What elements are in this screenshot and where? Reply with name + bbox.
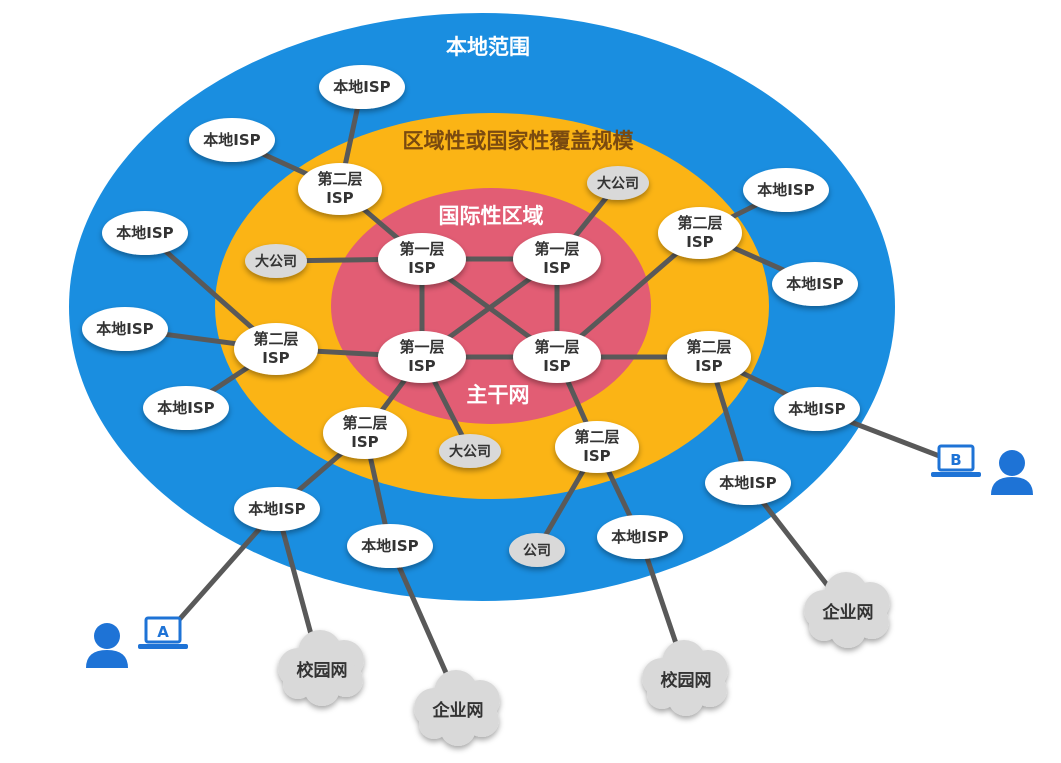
local-isp-label: 本地ISP <box>96 320 153 338</box>
local-isp-label: 本地ISP <box>116 224 173 242</box>
campus-network-label: 校园网 <box>661 670 712 691</box>
tier2-isp-node <box>323 407 407 459</box>
enterprise-network-label: 企业网 <box>822 602 874 623</box>
host-b-label: B <box>950 451 961 469</box>
tier1-isp-label: ISP <box>543 357 570 375</box>
user-icon <box>991 450 1033 495</box>
tier2-isp-node <box>298 163 382 215</box>
local-isp-label: 本地ISP <box>611 528 668 546</box>
tier2-isp-label: ISP <box>262 349 289 367</box>
big-company-node <box>587 166 649 200</box>
tier2-isp-label: 第二层 <box>253 330 298 348</box>
local-isp-node <box>82 307 168 351</box>
international-scope-label: 国际性区域 <box>439 204 544 228</box>
local-isp-node <box>143 386 229 430</box>
local-isp-label: 本地ISP <box>157 399 214 417</box>
tier1-isp-label: 第一层 <box>399 240 444 258</box>
big-company-node <box>439 434 501 468</box>
tier1-isp-node <box>513 331 601 383</box>
local-isp-label: 本地ISP <box>361 537 418 555</box>
local-isp-node <box>597 515 683 559</box>
local-isp-label: 本地ISP <box>788 400 845 418</box>
tier1-isp-label: 第一层 <box>399 338 444 356</box>
local-isp-node <box>319 65 405 109</box>
local-isp-label: 本地ISP <box>757 181 814 199</box>
tier1-isp-label: ISP <box>408 259 435 277</box>
tier2-isp-node <box>234 323 318 375</box>
tier1-isp-node <box>513 233 601 285</box>
local-isp-node <box>102 211 188 255</box>
tier1-isp-label: 第一层 <box>534 338 579 356</box>
tier2-isp-label: ISP <box>351 433 378 451</box>
tier2-isp-label: 第二层 <box>317 170 362 188</box>
local-isp-label: 本地ISP <box>333 78 390 96</box>
tier1-isp-label: ISP <box>408 357 435 375</box>
tier2-isp-label: 第二层 <box>574 428 619 446</box>
campus-network-cloud <box>278 630 364 706</box>
enterprise-network-cloud <box>414 670 500 746</box>
tier2-isp-label: ISP <box>695 357 722 375</box>
campus-network-label: 校园网 <box>297 660 348 681</box>
tier2-isp-node <box>667 331 751 383</box>
user-icon <box>86 623 128 668</box>
local-isp-node <box>774 387 860 431</box>
local-isp-label: 本地ISP <box>248 500 305 518</box>
backbone-label: 主干网 <box>467 383 530 407</box>
tier2-isp-label: 第二层 <box>686 338 731 356</box>
local-isp-node <box>772 262 858 306</box>
enterprise-network-cloud <box>804 572 890 648</box>
tier2-isp-label: ISP <box>326 189 353 207</box>
local-isp-node <box>234 487 320 531</box>
big-company-label: 大公司 <box>255 253 297 270</box>
tier2-isp-label: ISP <box>686 233 713 251</box>
local-isp-label: 本地ISP <box>719 474 776 492</box>
enterprise-network-label: 企业网 <box>432 700 484 721</box>
tier1-isp-node <box>378 233 466 285</box>
tier1-isp-label: ISP <box>543 259 570 277</box>
local-isp-node <box>743 168 829 212</box>
big-company-node <box>245 244 307 278</box>
laptop-icon <box>138 616 188 649</box>
big-company-label: 大公司 <box>449 443 491 460</box>
tier2-isp-label: ISP <box>583 447 610 465</box>
big-company-label: 大公司 <box>597 175 639 192</box>
company-node <box>509 533 565 567</box>
company-label: 公司 <box>523 543 551 559</box>
tier2-isp-label: 第二层 <box>677 214 722 232</box>
local-isp-label: 本地ISP <box>786 275 843 293</box>
tier1-isp-label: 第一层 <box>534 240 579 258</box>
local-isp-label: 本地ISP <box>203 131 260 149</box>
tier2-isp-node <box>555 421 639 473</box>
host-a-label: A <box>157 623 169 641</box>
local-isp-node <box>189 118 275 162</box>
local-isp-node <box>705 461 791 505</box>
tier2-isp-node <box>658 207 742 259</box>
laptop-icon <box>931 444 981 477</box>
regional-scope-label: 区域性或国家性覆盖规模 <box>403 129 635 153</box>
tier1-isp-node <box>378 331 466 383</box>
local-isp-node <box>347 524 433 568</box>
tier2-isp-label: 第二层 <box>342 414 387 432</box>
local-scope-label: 本地范围 <box>446 35 530 59</box>
campus-network-cloud <box>642 640 728 716</box>
link <box>167 506 280 633</box>
